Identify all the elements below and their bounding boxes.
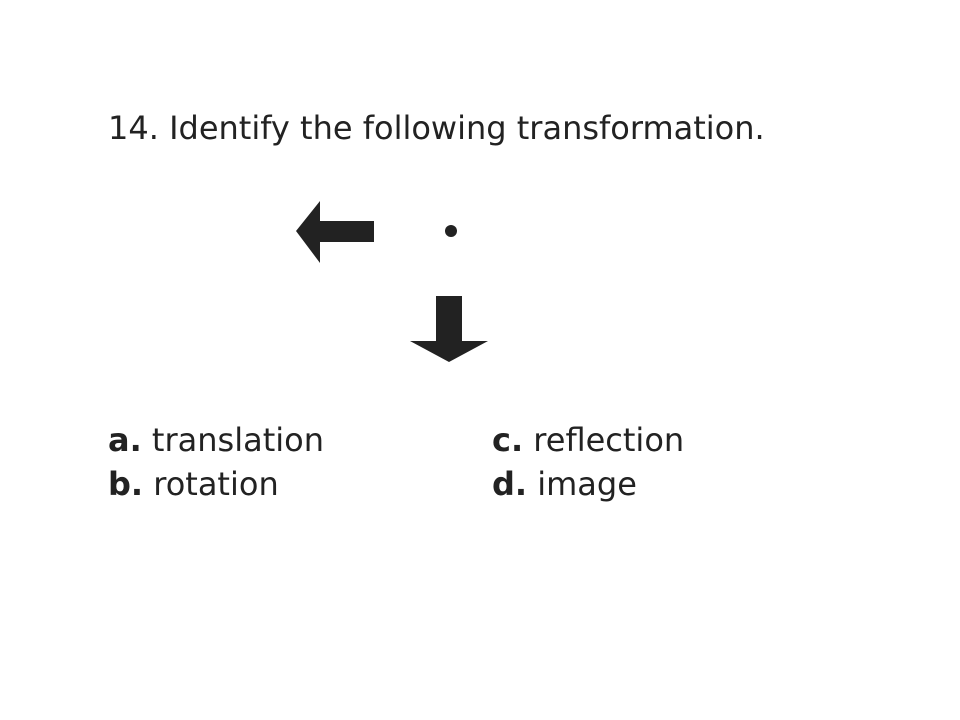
choice-d-text: image (527, 465, 637, 503)
arrow-down-icon (410, 296, 488, 362)
choice-a[interactable]: a. translation (108, 418, 324, 462)
dot-icon (445, 225, 457, 237)
choice-d-letter: d. (492, 465, 528, 503)
choice-b-letter: b. (108, 465, 144, 503)
choice-a-letter: a. (108, 421, 142, 459)
choice-c-letter: c. (492, 421, 524, 459)
arrow-left-icon (296, 201, 374, 263)
choice-d[interactable]: d. image (492, 462, 637, 506)
choice-c[interactable]: c. reflection (492, 418, 684, 462)
choice-c-text: reflection (523, 421, 685, 459)
choice-a-text: translation (141, 421, 324, 459)
question-text: 14. Identify the following transformatio… (108, 109, 765, 147)
choice-b[interactable]: b. rotation (108, 462, 279, 506)
choice-b-text: rotation (143, 465, 279, 503)
